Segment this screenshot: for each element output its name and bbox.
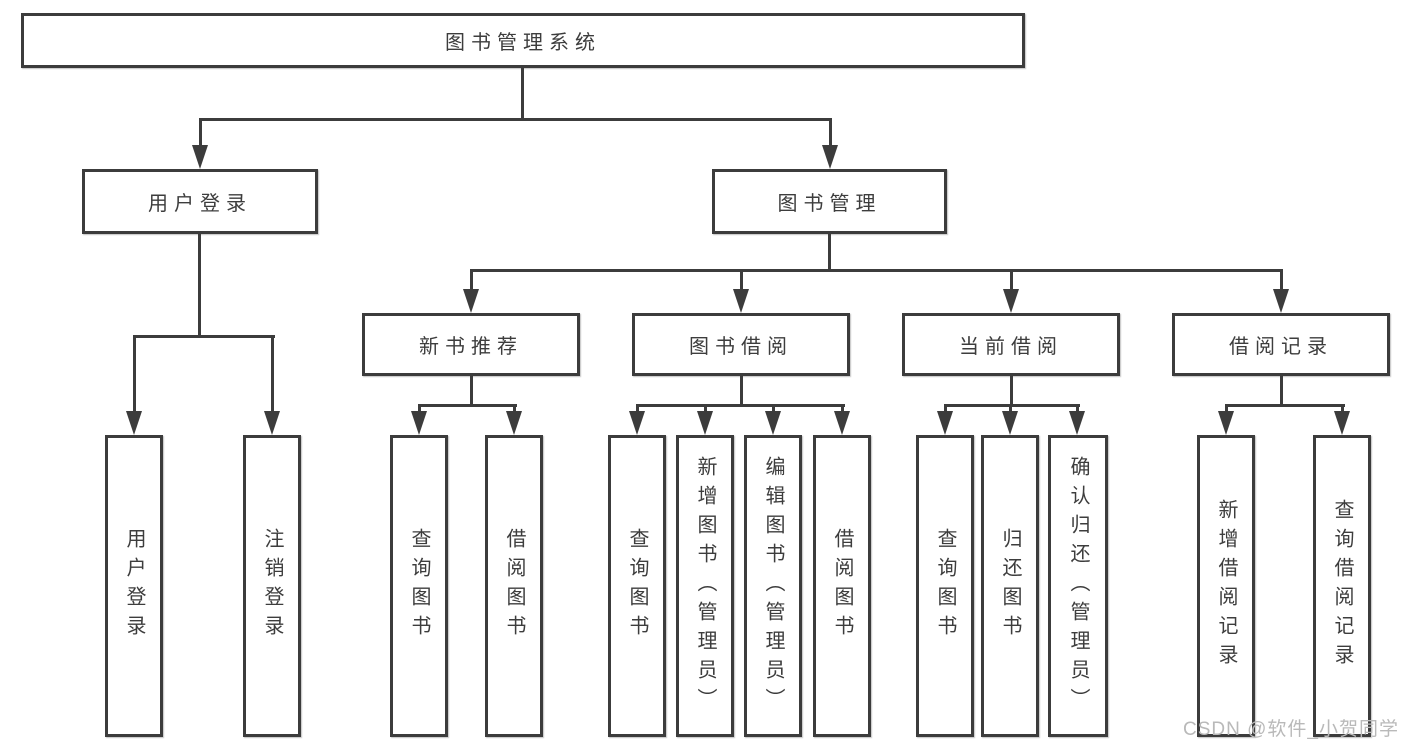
connector-line bbox=[1010, 376, 1013, 407]
node-new-book-recommend-label: 新书推荐 bbox=[419, 336, 523, 358]
arrowhead-icon bbox=[1334, 411, 1350, 435]
connector-line bbox=[841, 404, 844, 413]
leaf-label: 新增图书（管理员） bbox=[694, 455, 716, 717]
leaf-label: 查询借阅记录 bbox=[1331, 499, 1353, 673]
connector-line bbox=[1225, 404, 1345, 407]
node-add-book-admin: 新增图书（管理员） bbox=[676, 435, 734, 737]
node-borrow-books-leaf: 借阅图书 bbox=[813, 435, 871, 737]
arrowhead-icon bbox=[1003, 289, 1019, 313]
node-root: 图书管理系统 bbox=[21, 13, 1025, 68]
connector-line bbox=[636, 404, 845, 407]
node-new-book-recommend: 新书推荐 bbox=[362, 313, 580, 376]
node-current-borrow-label: 当前借阅 bbox=[959, 336, 1063, 358]
node-confirm-return-admin: 确认归还（管理员） bbox=[1048, 435, 1108, 737]
node-user-login: 用户登录 bbox=[82, 169, 318, 234]
leaf-label: 借阅图书 bbox=[503, 528, 525, 644]
connector-line bbox=[198, 234, 201, 338]
node-query-books-recommend: 查询图书 bbox=[390, 435, 448, 737]
arrowhead-icon bbox=[126, 411, 142, 435]
arrowhead-icon bbox=[192, 145, 208, 169]
connector-line bbox=[470, 269, 1283, 272]
connector-line bbox=[829, 121, 832, 147]
arrowhead-icon bbox=[765, 411, 781, 435]
leaf-label: 借阅图书 bbox=[831, 528, 853, 644]
arrowhead-icon bbox=[629, 411, 645, 435]
node-query-books-borrow: 查询图书 bbox=[608, 435, 666, 737]
arrowhead-icon bbox=[463, 289, 479, 313]
node-borrow-records-label: 借阅记录 bbox=[1229, 336, 1333, 358]
connector-line bbox=[470, 376, 473, 407]
node-book-management-label: 图书管理 bbox=[777, 193, 882, 215]
connector-line bbox=[199, 121, 202, 147]
node-edit-book-admin: 编辑图书（管理员） bbox=[744, 435, 802, 737]
connector-line bbox=[418, 404, 517, 407]
connector-line bbox=[1225, 404, 1228, 413]
arrowhead-icon bbox=[411, 411, 427, 435]
leaf-label: 确认归还（管理员） bbox=[1067, 455, 1089, 717]
leaf-label: 归还图书 bbox=[999, 528, 1021, 644]
connector-line bbox=[944, 404, 947, 413]
leaf-label: 新增借阅记录 bbox=[1215, 499, 1237, 673]
node-borrow-books-recommend: 借阅图书 bbox=[485, 435, 543, 737]
leaf-label: 查询图书 bbox=[934, 528, 956, 644]
node-book-borrow: 图书借阅 bbox=[632, 313, 850, 376]
node-return-book: 归还图书 bbox=[981, 435, 1039, 737]
connector-line bbox=[740, 376, 743, 407]
connector-line bbox=[944, 404, 1080, 407]
connector-line bbox=[636, 404, 639, 413]
connector-line bbox=[1341, 404, 1344, 413]
leaf-label: 查询图书 bbox=[626, 528, 648, 644]
connector-line bbox=[828, 234, 831, 272]
arrowhead-icon bbox=[1002, 411, 1018, 435]
node-query-borrow-record: 查询借阅记录 bbox=[1313, 435, 1371, 737]
node-user-login-label: 用户登录 bbox=[148, 193, 252, 215]
arrowhead-icon bbox=[264, 411, 280, 435]
node-user-login-leaf: 用户登录 bbox=[105, 435, 163, 737]
connector-line bbox=[133, 338, 136, 411]
leaf-label: 编辑图书（管理员） bbox=[762, 455, 784, 717]
arrowhead-icon bbox=[822, 145, 838, 169]
connector-line bbox=[1076, 404, 1079, 413]
connector-line bbox=[1280, 272, 1283, 291]
connector-line bbox=[133, 335, 275, 338]
connector-line bbox=[521, 68, 524, 120]
connector-line bbox=[513, 404, 516, 413]
connector-line bbox=[199, 118, 832, 121]
node-add-borrow-record: 新增借阅记录 bbox=[1197, 435, 1255, 737]
node-query-books-current: 查询图书 bbox=[916, 435, 974, 737]
arrowhead-icon bbox=[506, 411, 522, 435]
node-book-borrow-label: 图书借阅 bbox=[689, 336, 793, 358]
arrowhead-icon bbox=[697, 411, 713, 435]
arrowhead-icon bbox=[733, 289, 749, 313]
leaf-label: 注销登录 bbox=[261, 528, 283, 644]
connector-line bbox=[271, 338, 274, 411]
csdn-watermark: CSDN @软件_小贺同学 bbox=[1183, 719, 1399, 740]
node-root-label: 图书管理系统 bbox=[445, 32, 601, 54]
node-borrow-records: 借阅记录 bbox=[1172, 313, 1390, 376]
connector-line bbox=[1010, 272, 1013, 291]
connector-line bbox=[704, 404, 707, 413]
node-logout-leaf: 注销登录 bbox=[243, 435, 301, 737]
arrowhead-icon bbox=[937, 411, 953, 435]
arrowhead-icon bbox=[1218, 411, 1234, 435]
connector-line bbox=[418, 404, 421, 413]
connector-line bbox=[1280, 376, 1283, 407]
node-book-management: 图书管理 bbox=[712, 169, 947, 234]
leaf-label: 用户登录 bbox=[123, 528, 145, 644]
arrowhead-icon bbox=[1273, 289, 1289, 313]
leaf-label: 查询图书 bbox=[408, 528, 430, 644]
arrowhead-icon bbox=[834, 411, 850, 435]
connector-line bbox=[470, 272, 473, 291]
connector-line bbox=[1009, 404, 1012, 413]
arrowhead-icon bbox=[1069, 411, 1085, 435]
connector-line bbox=[772, 404, 775, 413]
connector-line bbox=[740, 272, 743, 291]
node-current-borrow: 当前借阅 bbox=[902, 313, 1120, 376]
